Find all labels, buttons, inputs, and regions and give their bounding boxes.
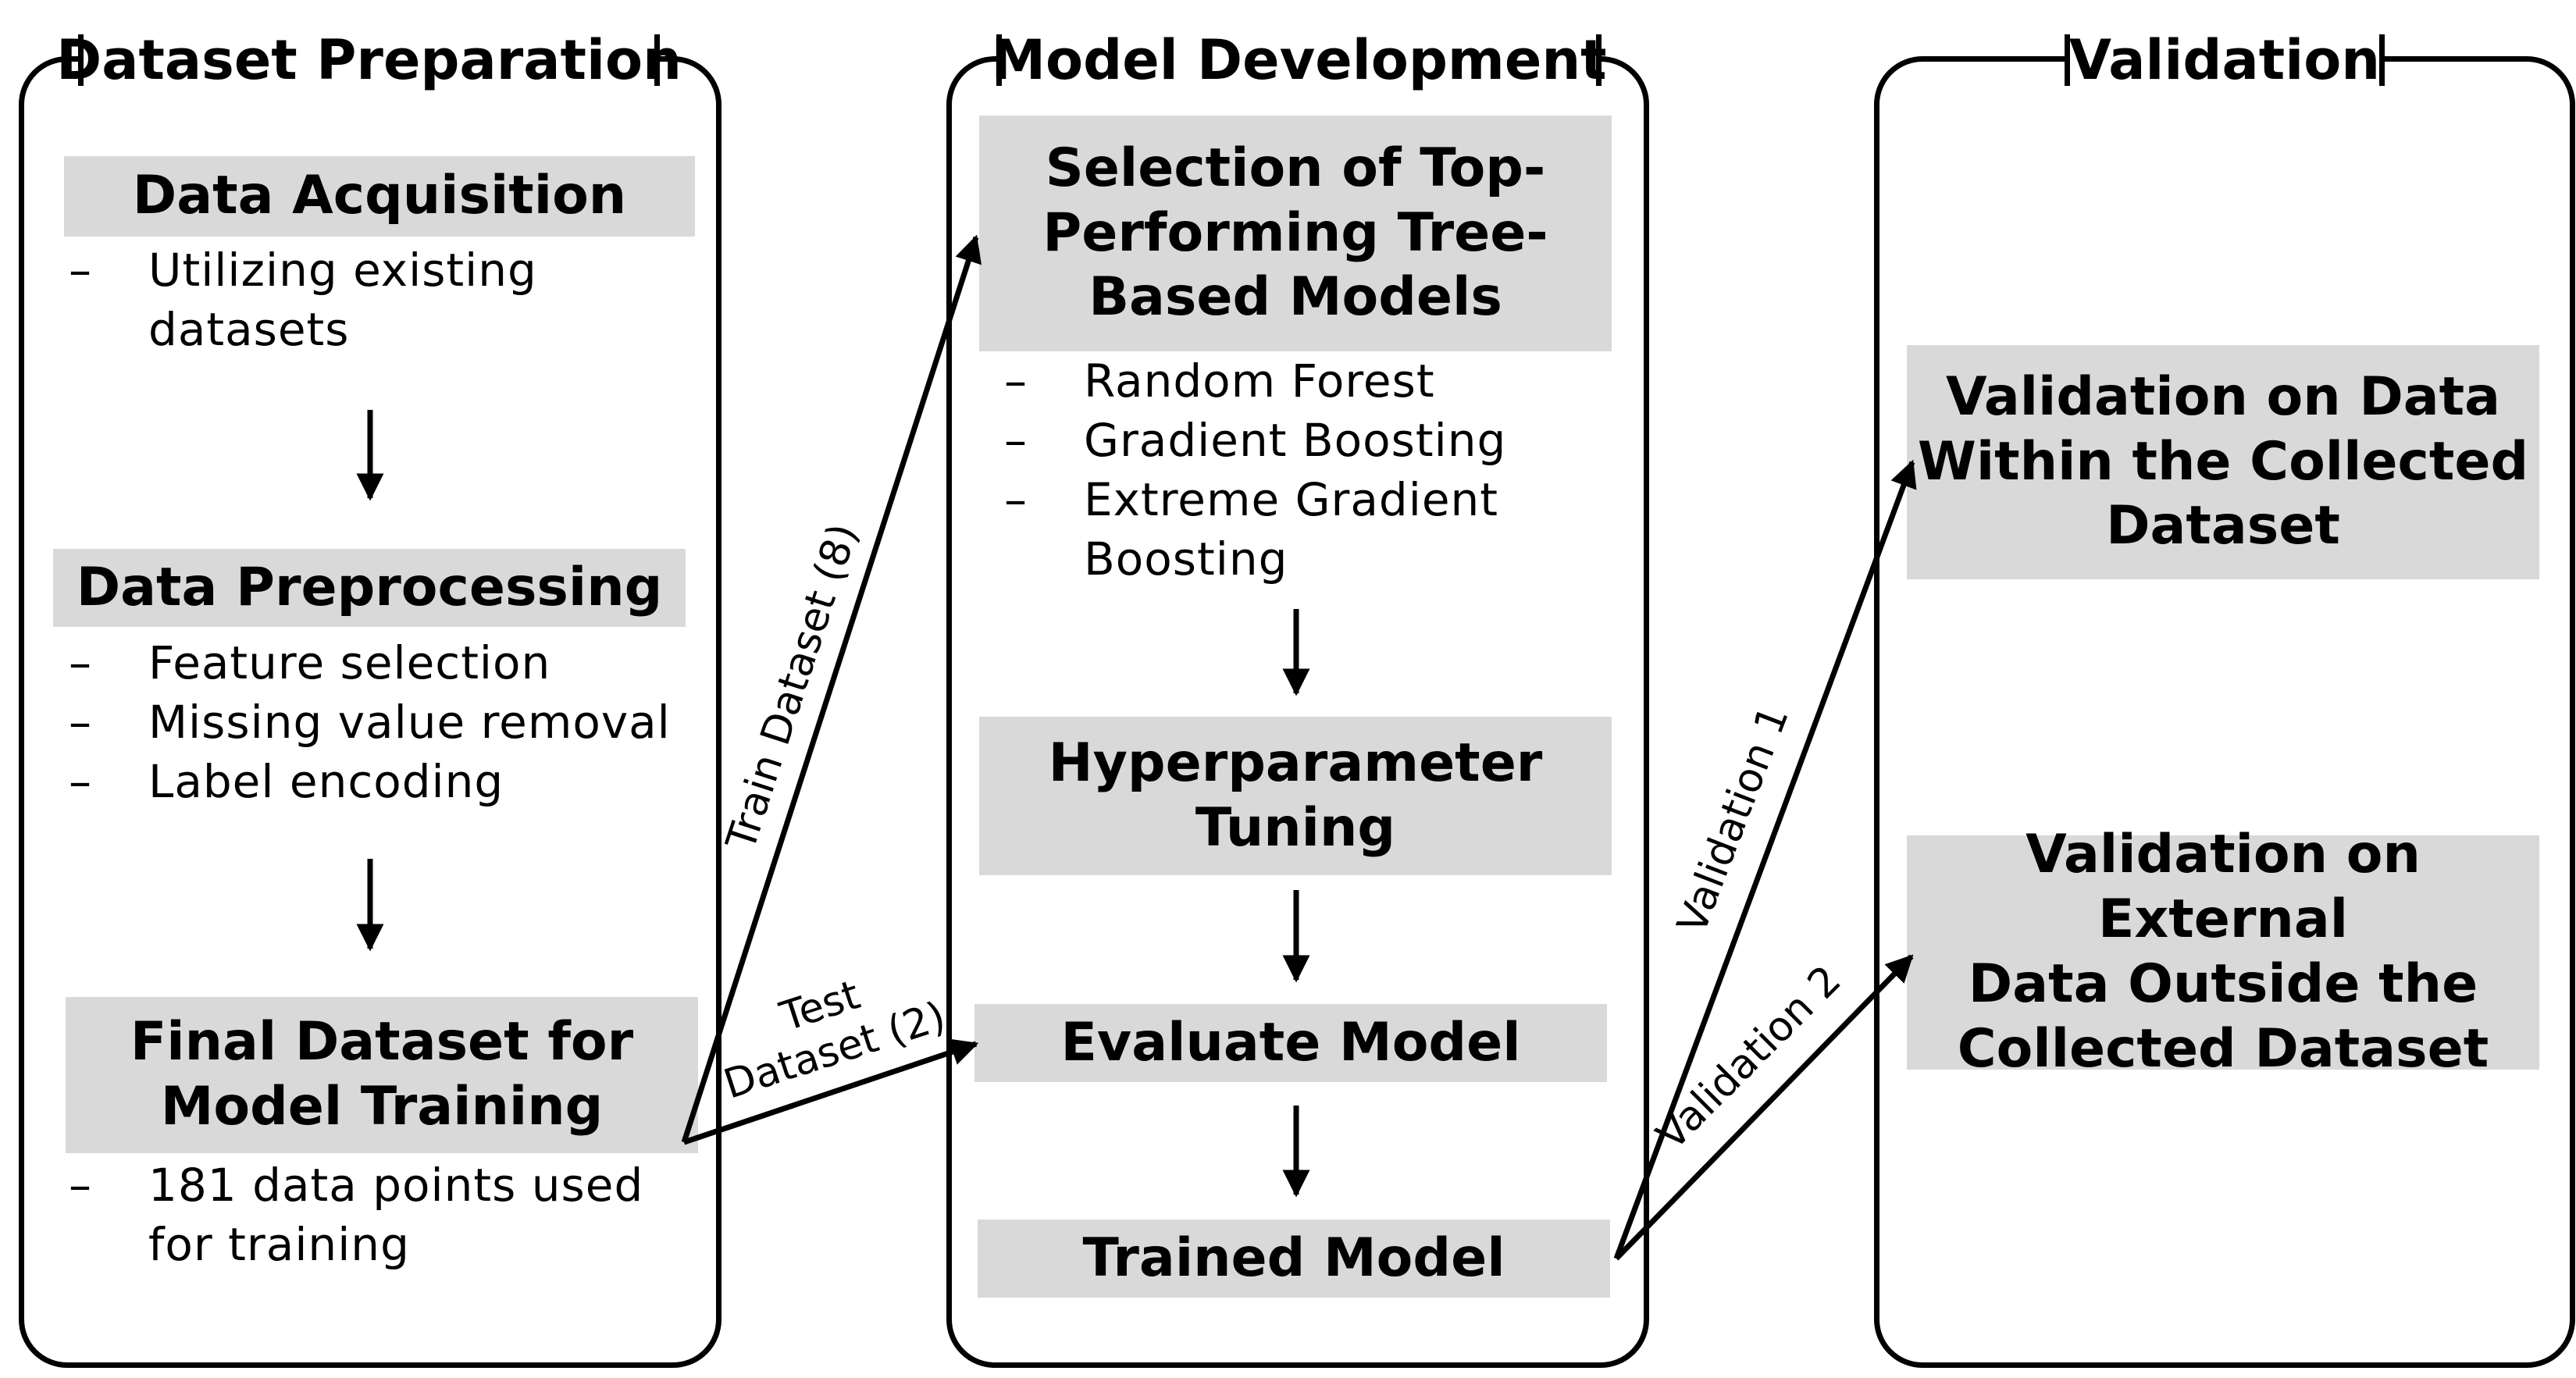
box-title: Trained Model (1082, 1227, 1505, 1289)
box-title: Hyperparameter (1048, 732, 1543, 794)
data-preprocessing-box: Data Preprocessing (53, 549, 686, 627)
box-title: Based Models (1088, 266, 1502, 329)
arrow-validation-2 (1614, 954, 1914, 1261)
data-acquisition-box: Data Acquisition (64, 156, 695, 237)
bullet-item: Missing value removal (69, 693, 671, 752)
data-acquisition-bullets: Utilizing existing datasets (69, 240, 537, 359)
bullet-item: for training (148, 1218, 410, 1271)
final-dataset-box: Final Dataset for Model Training (66, 997, 698, 1153)
panel-title-dataset-preparation: Dataset Preparation (56, 25, 682, 95)
bullet-item: Random Forest (1004, 351, 1506, 411)
box-title: Within the Collected (1917, 430, 2529, 493)
validation-external-box: Validation on External Data Outside the … (1907, 824, 2539, 1080)
box-title: Validation on Data (1945, 365, 2501, 428)
bullet-item: Extreme Gradient (1004, 470, 1506, 529)
box-title: Dataset (2106, 495, 2340, 557)
panel-title-validation: Validation (2065, 25, 2385, 95)
model-list-bullets: Random Forest Gradient Boosting Extreme … (1004, 351, 1506, 589)
panel-title-text: Validation (2068, 28, 2381, 92)
bullet-item: 181 data points used (69, 1155, 643, 1215)
box-title: Evaluate Model (1060, 1011, 1521, 1074)
box-title: Collected Dataset (1957, 1017, 2489, 1080)
arrow-test-dataset (682, 1038, 979, 1145)
bullet-item: Gradient Boosting (1004, 411, 1506, 470)
bullet-item: Boosting (1084, 532, 1288, 586)
bullet-item: Label encoding (69, 752, 671, 811)
box-title: Data Preprocessing (76, 556, 663, 618)
validation-within-box: Validation on Data Within the Collected … (1907, 345, 2539, 579)
trained-model-box: Trained Model (978, 1220, 1610, 1298)
data-preprocessing-bullets: Feature selection Missing value removal … (69, 633, 671, 811)
box-title: Tuning (1195, 796, 1396, 859)
model-selection-box: Selection of Top- Performing Tree- Based… (979, 116, 1612, 351)
bullet-item: Feature selection (69, 633, 671, 693)
box-title: Model Training (160, 1076, 604, 1138)
box-title: Selection of Top- (1045, 137, 1546, 199)
panel-title-text: Dataset Preparation (56, 28, 682, 92)
arrow-train-dataset (681, 234, 982, 1144)
box-title: Data Acquisition (132, 165, 627, 227)
panel-title-text: Model Development (991, 28, 1607, 92)
panel-title-model-development: Model Development (991, 25, 1607, 95)
final-dataset-bullets: 181 data points used for training (69, 1155, 643, 1274)
box-title: Data Outside the (1968, 953, 2478, 1015)
bullet-item: Utilizing existing (69, 240, 537, 300)
arrow-validation-1 (1613, 459, 1917, 1260)
hyperparameter-tuning-box: Hyperparameter Tuning (979, 717, 1612, 875)
box-title: Performing Tree- (1042, 201, 1548, 264)
evaluate-model-box: Evaluate Model (974, 1004, 1607, 1082)
box-title: Final Dataset for (130, 1011, 634, 1074)
box-title: Validation on External (2026, 824, 2421, 951)
bullet-item: datasets (148, 303, 350, 356)
panel-validation (1874, 56, 2575, 1368)
